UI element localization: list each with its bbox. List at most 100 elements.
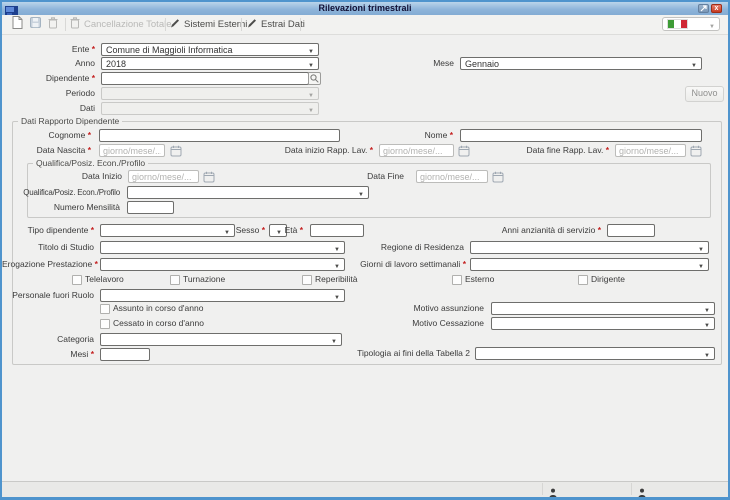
titolo-studio-select[interactable] [100, 241, 345, 254]
calendar-icon[interactable] [492, 170, 505, 183]
data-nascita-label: Data Nascita [2, 144, 91, 157]
dati-rapporto-legend: Dati Rapporto Dipendente [18, 116, 123, 126]
user-icon[interactable] [638, 485, 646, 497]
cessato-checkbox[interactable] [100, 319, 110, 329]
assunto-checkbox[interactable] [100, 304, 110, 314]
qualifica-legend: Qualifica/Posiz. Econ./Profilo [33, 158, 149, 168]
pencil-icon [247, 18, 257, 31]
dati-rapporto-fieldset [12, 121, 722, 365]
dati-label: Dati [79, 103, 95, 113]
dipendente-label: Dipendente [2, 72, 95, 85]
mesi-label: Mesi [2, 348, 94, 361]
search-button[interactable] [308, 72, 321, 85]
turnazione-checkbox[interactable] [170, 275, 180, 285]
chevron-down-icon [704, 304, 710, 314]
qualifica-fieldset [27, 163, 711, 218]
qualifica-data-fine-input[interactable] [416, 170, 488, 183]
trash-icon [48, 16, 58, 32]
statusbar-separator [542, 483, 543, 495]
new-document-button[interactable] [12, 16, 23, 32]
data-fine-rapp-input[interactable] [615, 144, 686, 157]
popup-icon[interactable] [698, 4, 709, 13]
titolo-studio-label: Titolo di Studio [38, 242, 94, 252]
chevron-down-icon [331, 335, 337, 345]
cessato-label: Cessato in corso d'anno [113, 318, 204, 328]
chevron-down-icon [308, 89, 314, 99]
qualifica-data-fine-label: Data Fine [367, 171, 404, 181]
statusbar-separator [631, 483, 632, 495]
motivo-cessazione-label: Motivo Cessazione [412, 318, 484, 328]
calendar-icon[interactable] [690, 144, 703, 157]
save-icon [30, 17, 41, 31]
assunto-label: Assunto in corso d'anno [113, 303, 204, 313]
mesi-input[interactable] [100, 348, 150, 361]
sistemi-esterni-button[interactable]: Sistemi Esterni [170, 16, 247, 32]
estrai-dati-button[interactable]: Estrai Dati [247, 16, 305, 32]
cancellazione-totale-button[interactable]: Cancellazione Totale [70, 16, 172, 32]
cancellazione-totale-label: Cancellazione Totale [84, 18, 172, 30]
telelavoro-checkbox[interactable] [72, 275, 82, 285]
dirigente-checkbox[interactable] [578, 275, 588, 285]
regione-label: Regione di Residenza [380, 242, 464, 252]
anni-anzianita-label: Anni anzianità di servizio [401, 224, 601, 237]
language-select[interactable] [662, 17, 720, 31]
reperibilita-checkbox[interactable] [302, 275, 312, 285]
ente-label: Ente [2, 43, 95, 56]
tipologia-label: Tipologia ai fini della Tabella 2 [357, 348, 470, 358]
dipendente-input[interactable] [101, 72, 309, 85]
turnazione-label: Turnazione [183, 274, 226, 284]
chevron-down-icon [308, 104, 314, 114]
esterno-checkbox[interactable] [452, 275, 462, 285]
giorni-label: Giorni di lavoro settimanali [266, 258, 466, 271]
nome-input[interactable] [460, 129, 702, 142]
motivo-assunzione-select[interactable] [491, 302, 715, 315]
periodo-select [101, 87, 319, 100]
save-button[interactable] [30, 16, 41, 32]
numero-mensilita-input[interactable] [127, 201, 174, 214]
data-nascita-input[interactable] [99, 144, 165, 157]
motivo-assunzione-label: Motivo assunzione [413, 303, 484, 313]
ente-select[interactable]: Comune di Maggioli Informatica [101, 43, 319, 56]
qualifica-select-label: Qualifica/Posiz. Econ./Profilo [23, 188, 120, 197]
delete-button[interactable] [48, 16, 58, 32]
eta-input[interactable] [310, 224, 364, 237]
window-title: Rilevazioni trimestrali [318, 3, 412, 13]
periodo-label: Periodo [65, 88, 95, 98]
new-document-icon [12, 16, 23, 32]
categoria-select[interactable] [100, 333, 342, 346]
giorni-select[interactable] [470, 258, 709, 271]
mese-label: Mese [433, 58, 454, 68]
motivo-cessazione-select[interactable] [491, 317, 715, 330]
toolbar-separator [165, 18, 166, 31]
tipologia-select[interactable] [475, 347, 715, 360]
nome-label: Nome [253, 129, 453, 142]
mese-select[interactable]: Gennaio [460, 57, 702, 70]
user-icon[interactable] [549, 485, 557, 497]
calendar-icon[interactable] [203, 170, 216, 183]
eta-label: Età [153, 224, 303, 237]
chevron-down-icon [358, 188, 364, 198]
anni-anzianita-input[interactable] [607, 224, 655, 237]
close-icon[interactable]: x [711, 4, 722, 13]
tipo-dipendente-label: Tipo dipendente [2, 224, 94, 237]
personale-select[interactable] [100, 289, 345, 302]
pencil-icon [170, 18, 180, 31]
toolbar-separator [65, 18, 66, 31]
reperibilita-label: Reperibilità [315, 274, 358, 284]
cognome-label: Cognome [2, 129, 91, 142]
anno-select[interactable]: 2018 [101, 57, 319, 70]
erogazione-label: Erogazione Prestazione [2, 258, 94, 271]
chevron-down-icon [698, 260, 704, 270]
title-bar: Rilevazioni trimestrali x [2, 2, 728, 16]
status-bar [2, 481, 728, 497]
qualifica-select[interactable] [127, 186, 369, 199]
qualifica-data-inizio-input[interactable] [128, 170, 199, 183]
regione-select[interactable] [470, 241, 709, 254]
dirigente-label: Dirigente [591, 274, 626, 284]
data-inizio-rapp-label: Data inizio Rapp. Lav. [173, 144, 373, 157]
nuovo-button[interactable]: Nuovo [685, 86, 724, 102]
personale-label: Personale fuori Ruolo [12, 290, 94, 300]
sistemi-esterni-label: Sistemi Esterni [184, 18, 248, 30]
flag-italy-icon [667, 19, 688, 29]
